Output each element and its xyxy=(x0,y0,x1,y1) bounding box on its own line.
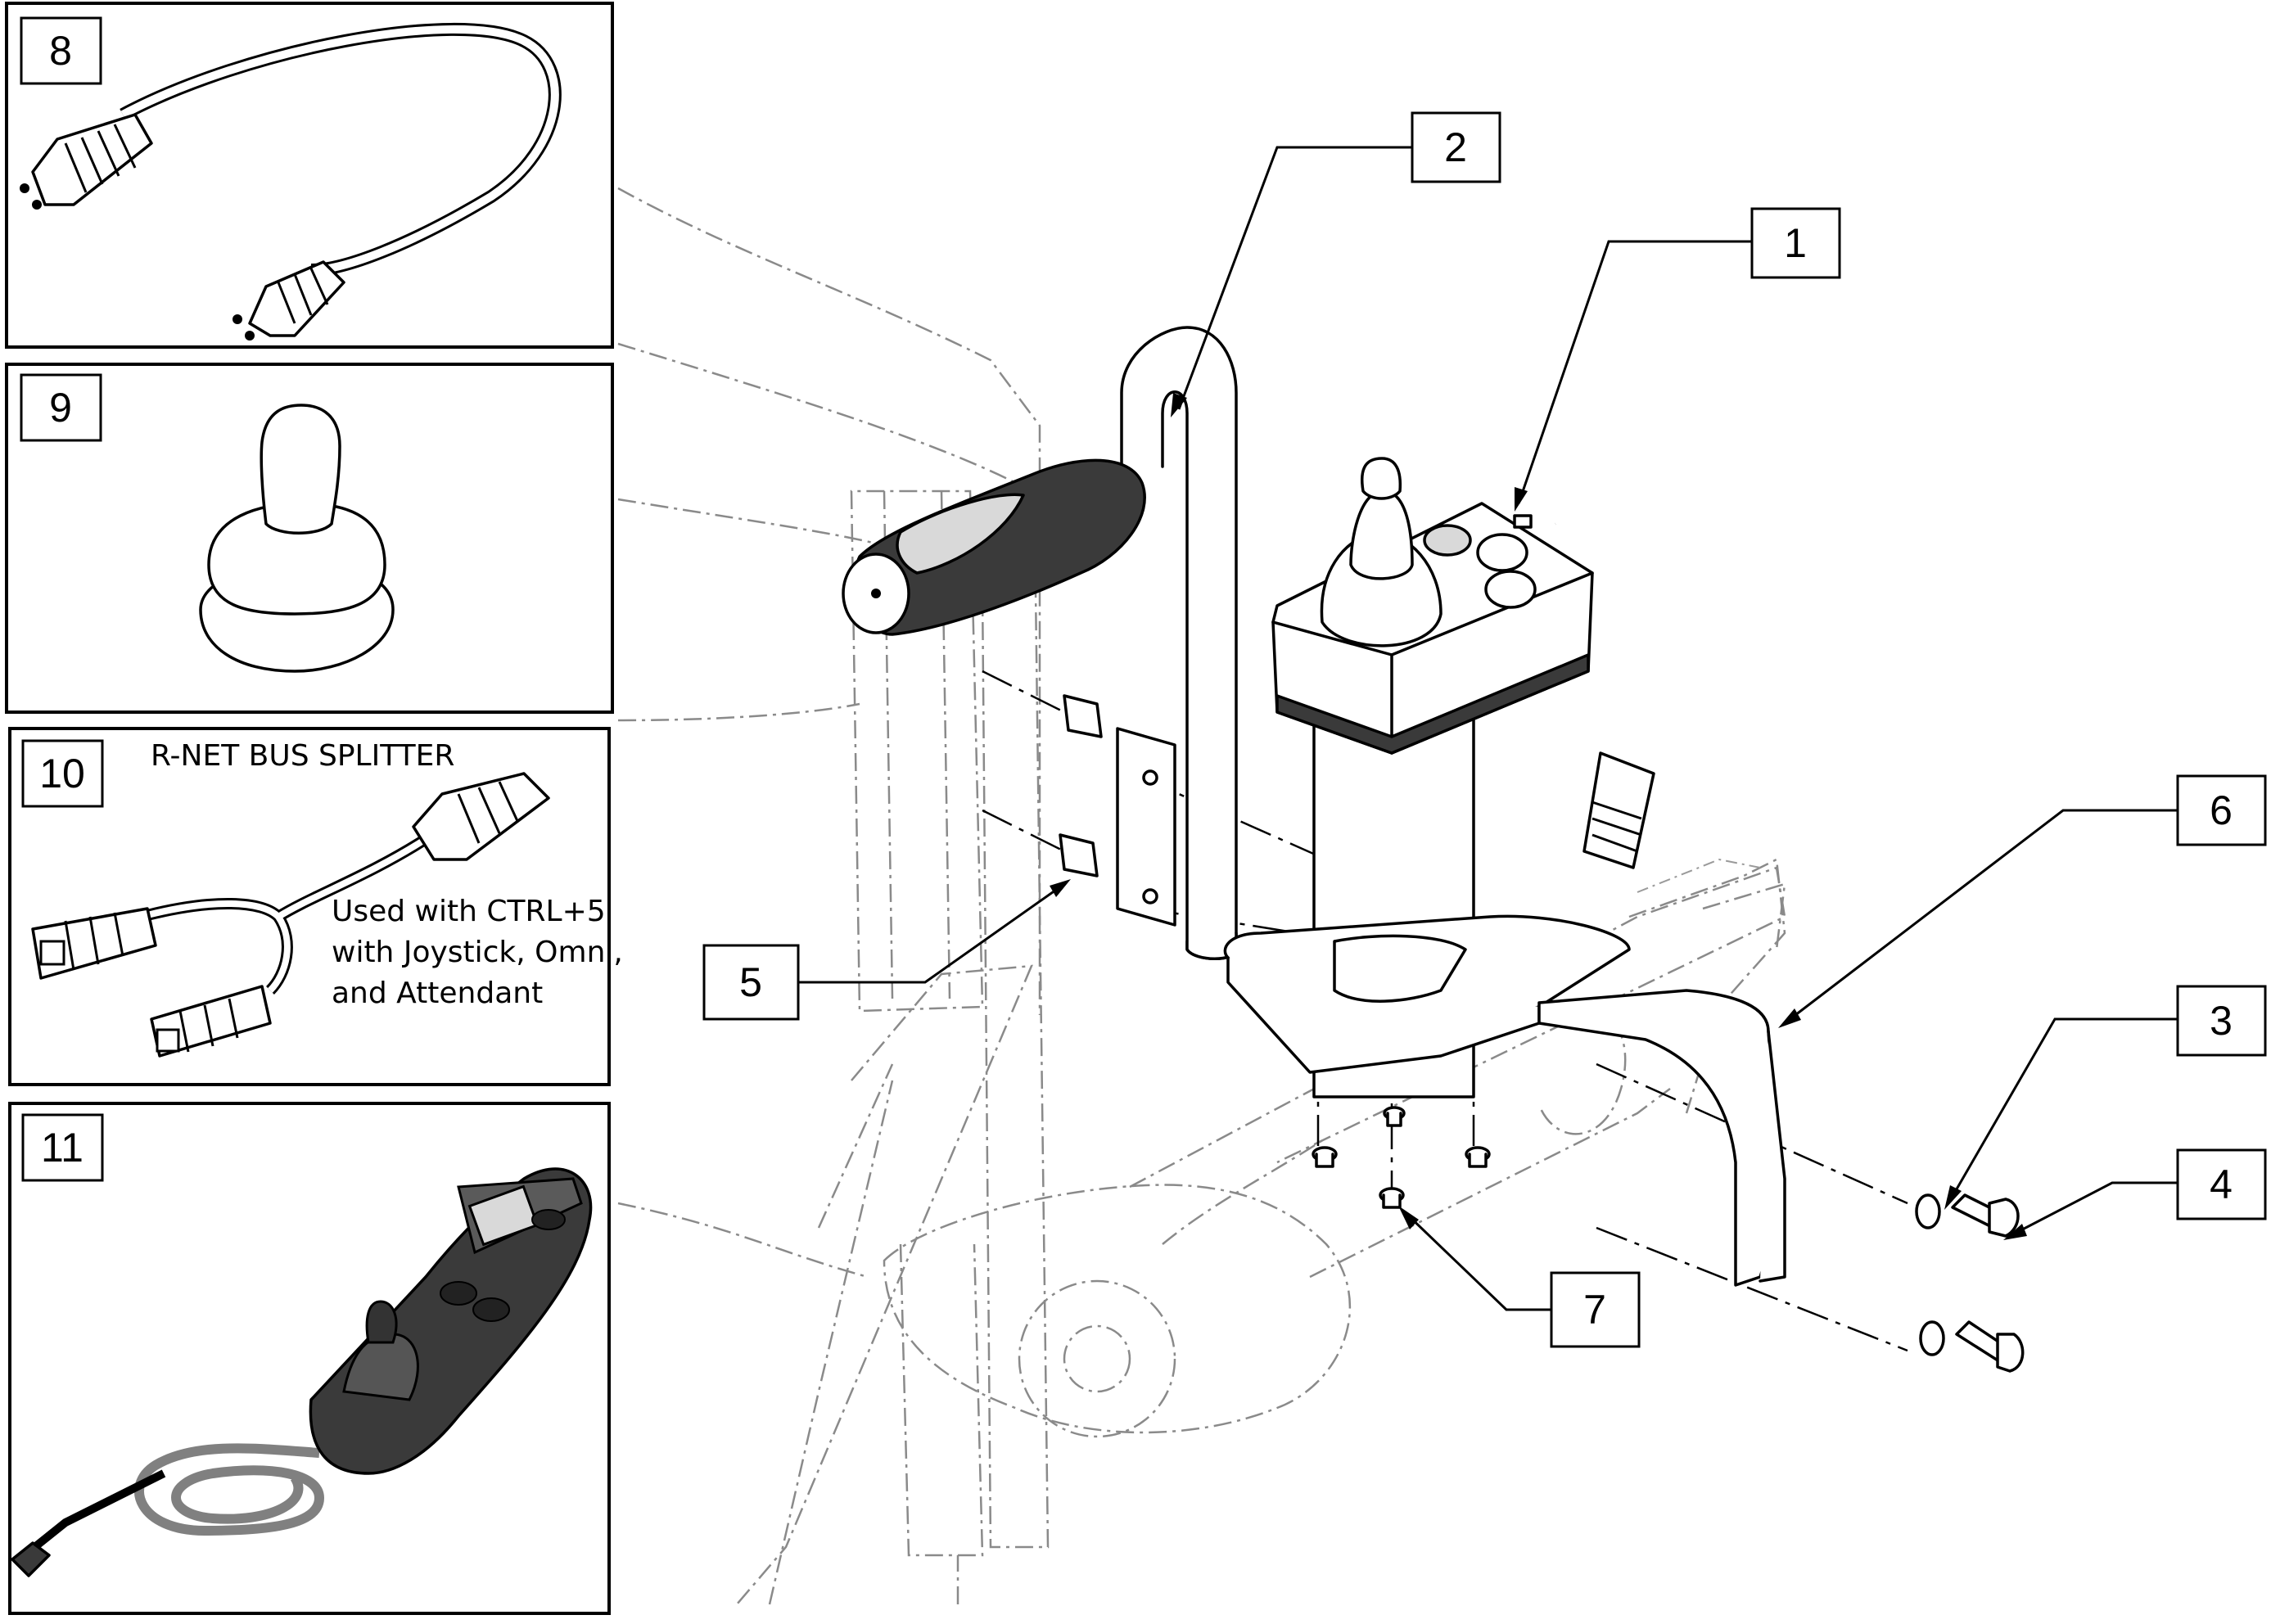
screw-left xyxy=(1312,1146,1338,1168)
leader-lines xyxy=(798,146,2178,1311)
callout-4-label: 4 xyxy=(2210,1162,2233,1207)
screw-7-upper xyxy=(1383,1106,1406,1127)
panel-9-label: 9 xyxy=(49,385,72,431)
callout-7: 7 xyxy=(1550,1271,1641,1348)
callout-4: 4 xyxy=(2176,1148,2267,1220)
callout-6: 6 xyxy=(2176,774,2267,846)
callout-5: 5 xyxy=(702,944,800,1021)
fasteners xyxy=(1312,1106,2025,1373)
bus-splitter-icon xyxy=(31,772,550,1058)
panel-8: 8 xyxy=(5,2,614,349)
panel-10: 10 R-NET BUS SPLITTER Used with CTRL+5 w… xyxy=(8,727,623,1086)
joystick-knob-icon xyxy=(199,404,395,673)
callout-1-label: 1 xyxy=(1784,220,1807,266)
panel-9: 9 xyxy=(5,363,614,714)
screw-right xyxy=(1465,1146,1491,1168)
panel-11-label: 11 xyxy=(41,1125,84,1171)
armrest-handle xyxy=(842,326,1238,960)
callout-2-label: 2 xyxy=(1444,124,1467,170)
callout-7-label: 7 xyxy=(1583,1287,1606,1333)
callout-6-label: 6 xyxy=(2210,787,2233,833)
callout-3-label: 3 xyxy=(2210,998,2233,1044)
callout-3: 3 xyxy=(2176,985,2267,1057)
callout-5-label: 5 xyxy=(739,959,762,1005)
hand-control-icon xyxy=(11,1167,593,1577)
splitter-note-line-1: Used with CTRL+5 xyxy=(332,895,606,928)
panel-10-label: 10 xyxy=(39,751,85,796)
panel-8-label: 8 xyxy=(49,28,72,74)
splitter-title: R-NET BUS SPLITTER xyxy=(151,739,454,773)
callout-1: 1 xyxy=(1750,207,1841,279)
mount-bracket xyxy=(1223,914,1786,1287)
callout-2: 2 xyxy=(1411,111,1501,183)
screw-7-lower xyxy=(1379,1187,1405,1209)
cable-icon xyxy=(20,23,562,341)
splitter-note-line-3: and Attendant xyxy=(332,977,543,1010)
splitter-note-line-2: with Joystick, Omni, xyxy=(332,936,623,969)
panel-11: 11 xyxy=(8,1102,611,1615)
